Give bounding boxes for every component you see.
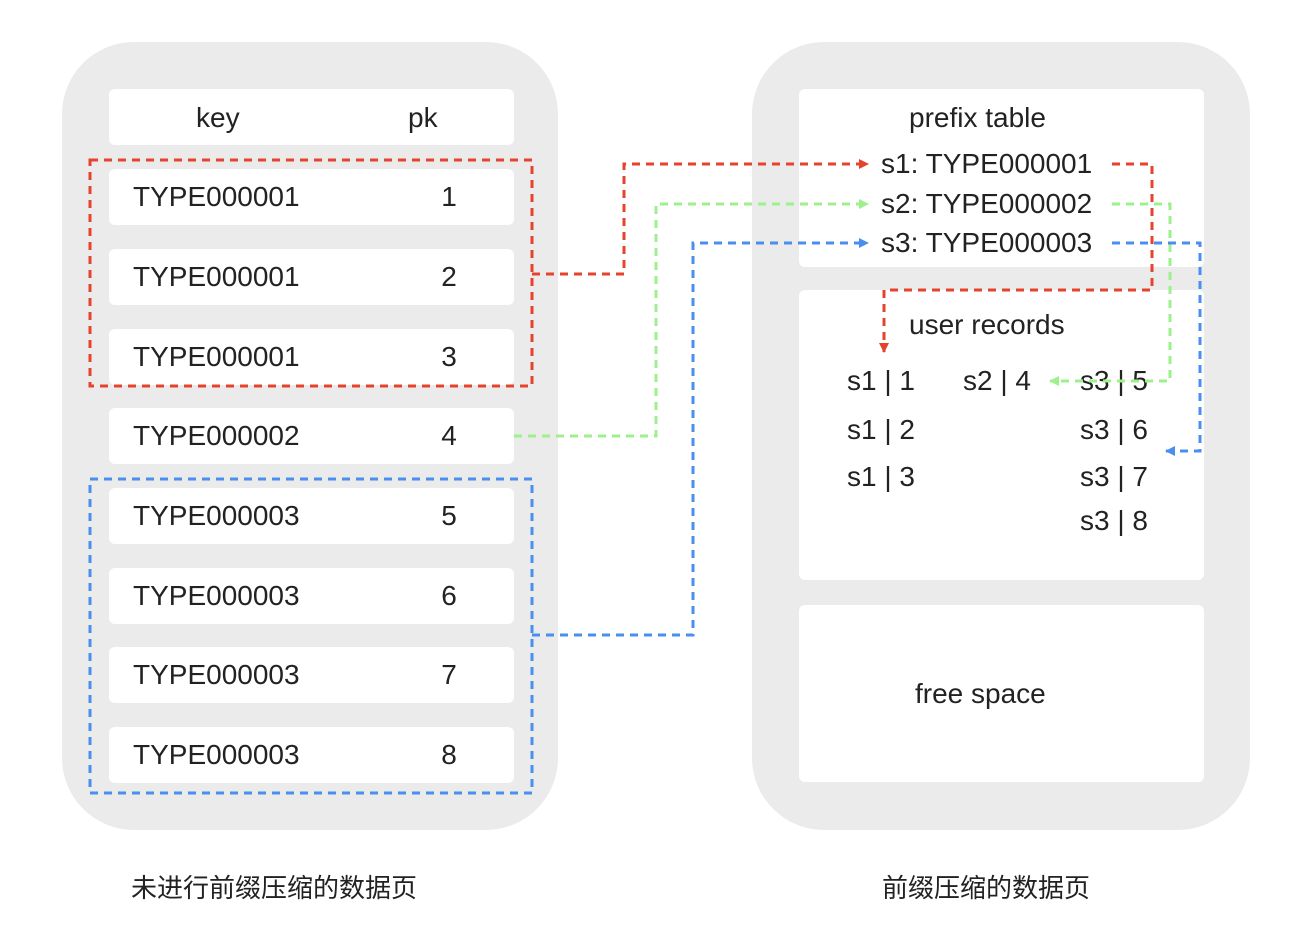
record-s1-1: s1 | 1 <box>847 365 915 396</box>
record-s3-8: s3 | 8 <box>1080 505 1148 536</box>
record-s3-7: s3 | 7 <box>1080 461 1148 492</box>
arrow-to-prefix-s1 <box>532 159 869 276</box>
row-key: TYPE000001 <box>133 261 300 292</box>
user-records-title: user records <box>909 309 1065 340</box>
group-s3-outline <box>88 477 534 795</box>
group-s1-outline <box>88 158 534 388</box>
record-s1-2: s1 | 2 <box>847 414 915 445</box>
row-pk: 4 <box>441 420 457 451</box>
row-key: TYPE000003 <box>133 580 300 611</box>
record-s3-6: s3 | 6 <box>1080 414 1148 445</box>
prefix-table-card <box>799 89 1204 267</box>
record-s1-3: s1 | 3 <box>847 461 915 492</box>
table-row <box>109 249 514 305</box>
row-pk: 8 <box>441 739 457 770</box>
row-pk: 6 <box>441 580 457 611</box>
row-key: TYPE000002 <box>133 420 300 451</box>
free-space-label: free space <box>915 678 1046 709</box>
table-row <box>109 568 514 624</box>
header-key-label: key <box>196 102 240 133</box>
table-row <box>109 727 514 783</box>
table-row <box>109 488 514 544</box>
arrow-to-prefix-s3 <box>532 238 869 637</box>
row-key: TYPE000003 <box>133 659 300 690</box>
free-space-card <box>799 605 1204 782</box>
row-pk: 1 <box>441 181 457 212</box>
arrow-s1-to-records <box>879 162 1154 353</box>
prefix-table-title: prefix table <box>909 102 1046 133</box>
arrow-s2-to-records <box>1049 202 1172 386</box>
table-row <box>109 169 514 225</box>
record-s2-4: s2 | 4 <box>963 365 1031 396</box>
row-key: TYPE000001 <box>133 341 300 372</box>
uncompressed-page-caption: 未进行前缀压缩的数据页 <box>131 874 418 904</box>
left-header-card <box>109 89 514 145</box>
prefix-entry-s3: s3: TYPE000003 <box>881 227 1093 258</box>
header-pk-label: pk <box>408 102 438 133</box>
prefix-entry-s1: s1: TYPE000001 <box>881 148 1093 179</box>
row-pk: 7 <box>441 659 457 690</box>
row-pk: 2 <box>441 261 457 292</box>
compressed-page-caption: 前缀压缩的数据页 <box>882 874 1091 904</box>
arrow-to-prefix-s2 <box>514 199 869 438</box>
table-row <box>109 408 514 464</box>
row-key: TYPE000003 <box>133 739 300 770</box>
row-pk: 3 <box>441 341 457 372</box>
table-row <box>109 647 514 703</box>
row-key: TYPE000001 <box>133 181 300 212</box>
arrow-s3-to-records <box>1112 241 1202 456</box>
user-records-card <box>799 290 1204 580</box>
row-key: TYPE000003 <box>133 500 300 531</box>
table-row <box>109 329 514 385</box>
prefix-entry-s2: s2: TYPE000002 <box>881 188 1093 219</box>
row-pk: 5 <box>441 500 457 531</box>
